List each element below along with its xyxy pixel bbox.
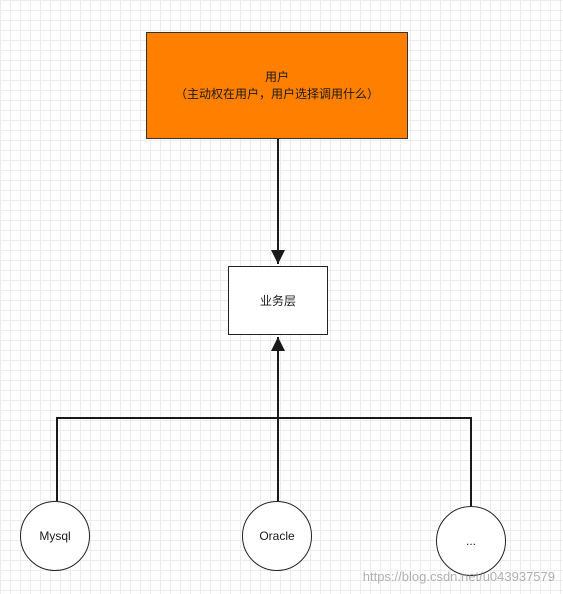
user-node-title: 用户 xyxy=(264,69,289,84)
oracle-label: Oracle xyxy=(259,529,295,543)
more-databases-node[interactable]: ... xyxy=(436,506,506,576)
oracle-node[interactable]: Oracle xyxy=(242,501,312,571)
user-node-note: （主动权在用户，用户选择调用什么） xyxy=(174,86,379,101)
watermark: https://blog.csdn.net/u043937579 xyxy=(362,569,555,584)
connector-mysql xyxy=(56,417,278,501)
connector-more xyxy=(278,417,472,506)
user-node[interactable]: 用户 （主动权在用户，用户选择调用什么） xyxy=(146,32,408,139)
mysql-node[interactable]: Mysql xyxy=(20,501,90,571)
service-layer-node[interactable]: 业务层 xyxy=(228,266,328,335)
mysql-label: Mysql xyxy=(39,529,71,543)
more-databases-label: ... xyxy=(465,534,476,548)
service-layer-label: 业务层 xyxy=(259,294,296,308)
